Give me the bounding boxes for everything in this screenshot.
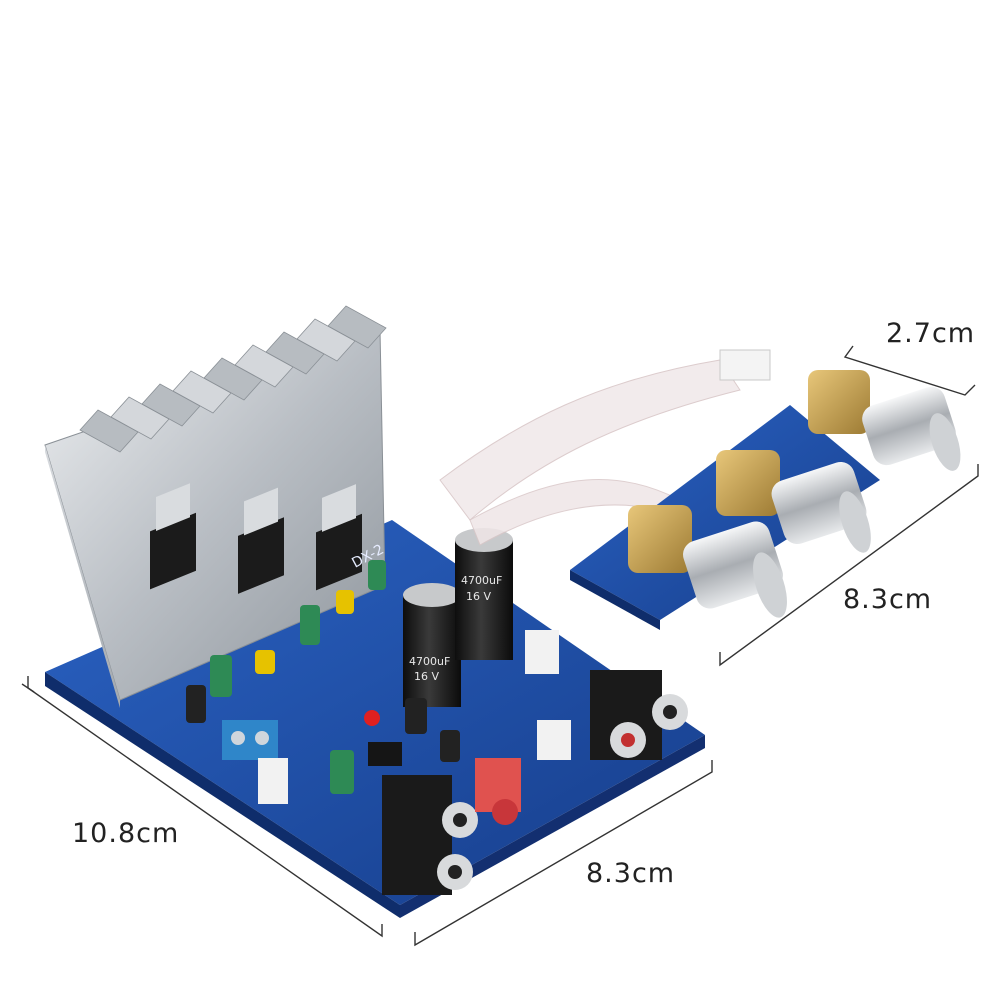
transistor-2-tab bbox=[244, 487, 278, 536]
pot-1-housing bbox=[628, 505, 692, 573]
dimension-label-main-width: 10.8cm bbox=[72, 818, 180, 849]
dimension-label-tone-height: 2.7cm bbox=[886, 318, 976, 349]
dimension-label-main-depth: 8.3cm bbox=[586, 858, 676, 889]
potentiometer-1 bbox=[628, 505, 787, 618]
tone-pcb-edge bbox=[570, 570, 660, 630]
pot-1-knob-face bbox=[753, 552, 787, 618]
rca-jack-2-hole bbox=[448, 865, 462, 879]
yellow-cap-1 bbox=[255, 650, 275, 674]
capacitor-left-top bbox=[403, 583, 461, 607]
filter-capacitors: 4700uF 16 V 4700uF 16 V bbox=[403, 528, 513, 707]
pot-3-housing bbox=[808, 370, 870, 434]
tone-control-board bbox=[439, 349, 961, 630]
small-cap-7 bbox=[368, 560, 386, 590]
transistor-2 bbox=[238, 517, 284, 594]
pot-3-knob-face bbox=[929, 413, 961, 471]
main-amplifier-board: 4700uF 16 V 4700uF 16 V DX-2 bbox=[44, 305, 705, 918]
dim-line-main-depth bbox=[414, 760, 713, 947]
capacitor-left-voltage: 16 V bbox=[414, 670, 439, 683]
power-transistors bbox=[150, 483, 362, 594]
white-connector-3 bbox=[537, 720, 571, 760]
rca-jack-1-hole bbox=[453, 813, 467, 827]
heatsink-fin bbox=[327, 305, 387, 349]
cable-connector-top bbox=[719, 349, 771, 381]
dimension-label-tone-width: 8.3cm bbox=[843, 584, 933, 615]
heatsink-side bbox=[45, 445, 120, 708]
rca-inputs bbox=[382, 670, 688, 895]
rca-red-jack bbox=[492, 799, 518, 825]
rca-output-1-hole bbox=[621, 733, 635, 747]
pot-3-shaft bbox=[862, 386, 956, 466]
capacitor-left-body bbox=[403, 595, 461, 707]
white-connector-1 bbox=[258, 758, 288, 804]
transistor-3 bbox=[316, 513, 362, 591]
speaker-terminal bbox=[222, 630, 571, 804]
potentiometer-3 bbox=[808, 370, 961, 471]
pot-2-housing bbox=[716, 450, 780, 516]
capacitor-left-rating: 4700uF bbox=[409, 655, 450, 668]
ribbon-cable bbox=[439, 359, 741, 521]
screw-2 bbox=[255, 731, 269, 745]
dim-line-tone-height bbox=[843, 345, 976, 396]
capacitor-right-body bbox=[455, 540, 513, 660]
transistor-1-tab bbox=[156, 483, 190, 531]
main-pcb-front-edge bbox=[400, 735, 705, 918]
small-cap-4 bbox=[186, 685, 206, 723]
capacitor-right-rating: 4700uF bbox=[461, 574, 502, 587]
transistor-1 bbox=[150, 512, 196, 590]
small-cap-6 bbox=[440, 730, 460, 762]
dim-line-tone-width bbox=[719, 464, 979, 667]
screw-terminal bbox=[222, 720, 278, 760]
power-led bbox=[364, 710, 380, 726]
small-cap-3 bbox=[330, 750, 354, 794]
screw-1 bbox=[231, 731, 245, 745]
heatsink-fins bbox=[79, 305, 387, 453]
transistor-3-tab bbox=[322, 484, 356, 532]
yellow-cap-2 bbox=[336, 590, 354, 614]
ic-chip bbox=[368, 742, 402, 766]
dimension-lines bbox=[21, 345, 979, 947]
small-cap-1 bbox=[210, 655, 232, 697]
main-pcb-edge bbox=[45, 672, 400, 918]
small-cap-2 bbox=[300, 605, 320, 645]
potentiometer-2 bbox=[716, 450, 871, 553]
rca-output-2-hole bbox=[663, 705, 677, 719]
white-connector-2 bbox=[525, 630, 559, 674]
pot-2-knob-face bbox=[839, 491, 871, 553]
small-cap-5 bbox=[405, 698, 427, 734]
small-capacitors bbox=[186, 560, 460, 794]
capacitor-right-voltage: 16 V bbox=[466, 590, 491, 603]
dim-tick-main-width-start bbox=[21, 683, 35, 693]
